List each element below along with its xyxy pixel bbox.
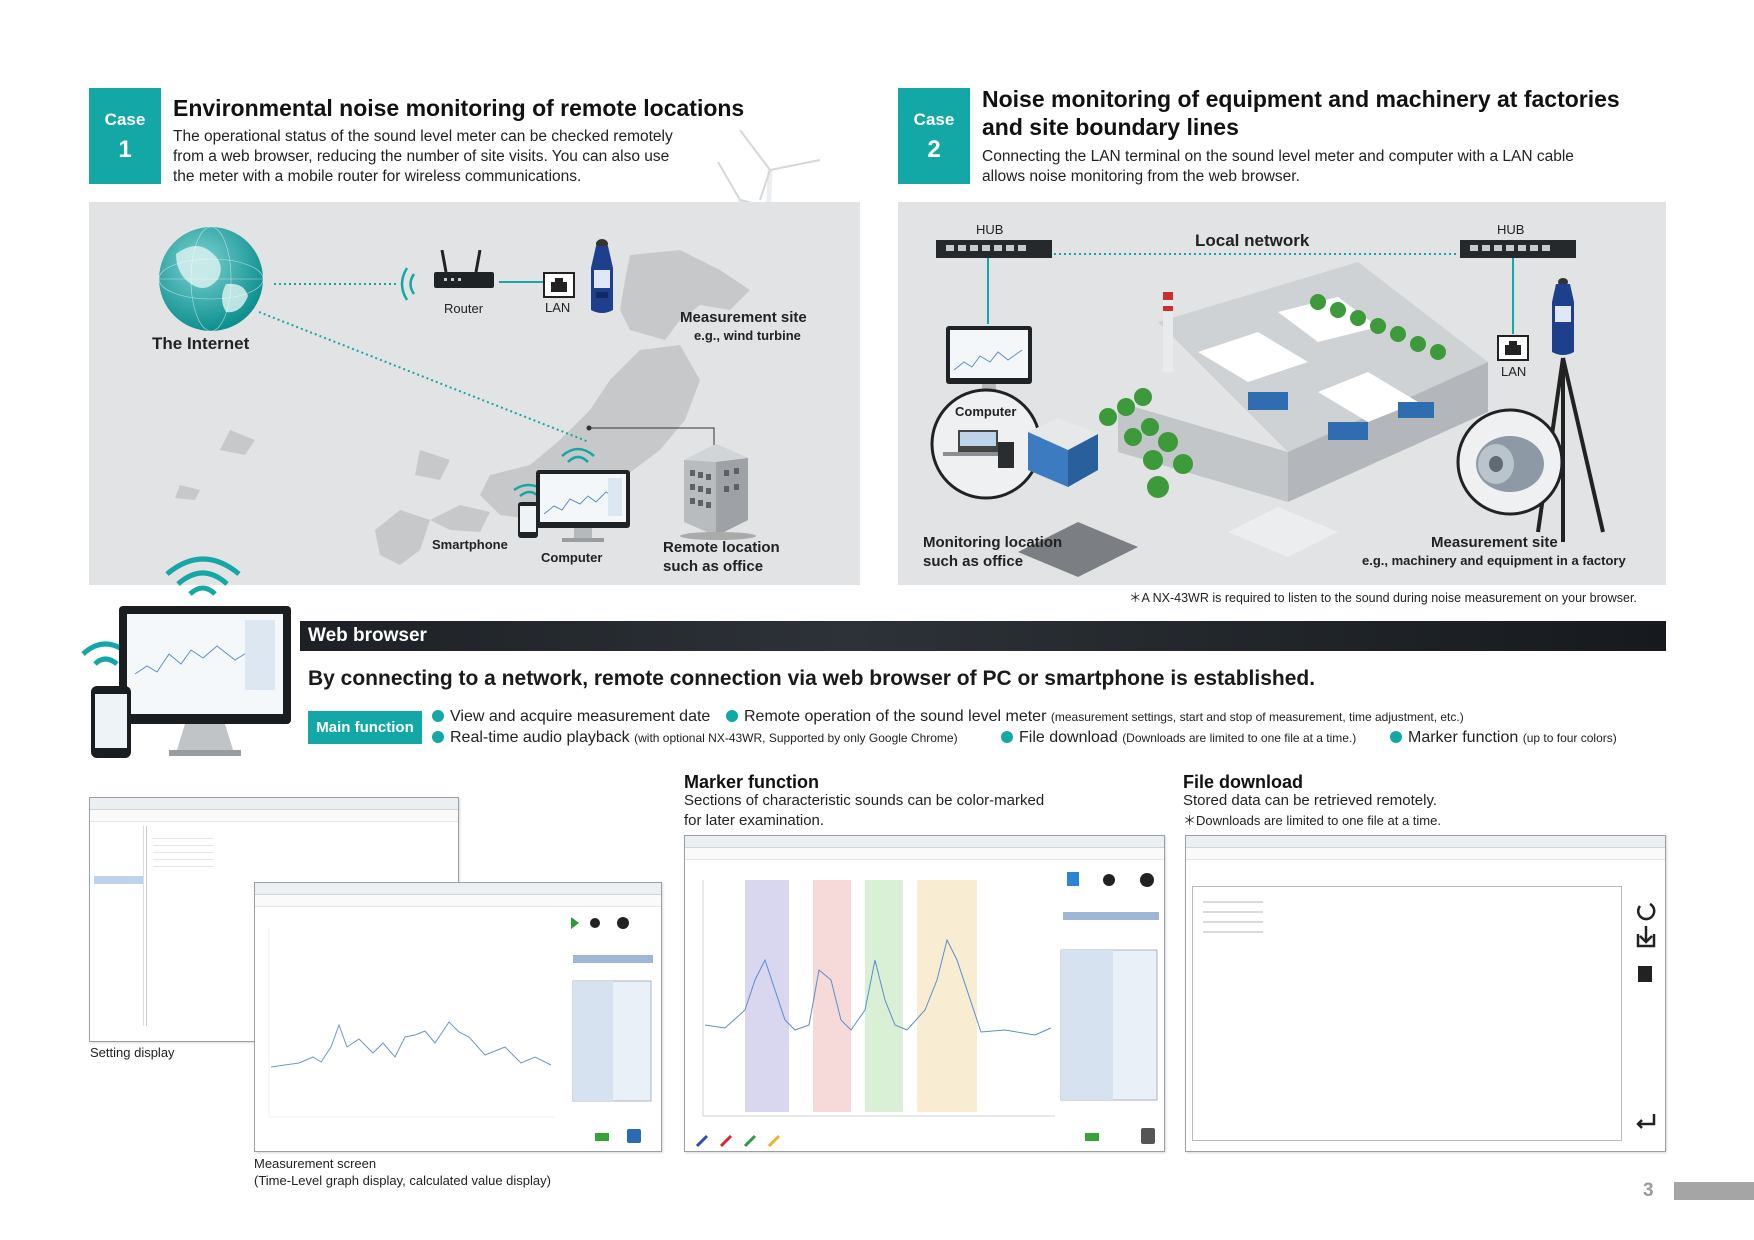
case-2-site-label: Measurement site [1431, 534, 1558, 551]
case-1-badge-label: Case [104, 110, 146, 129]
office-building-icon [680, 444, 756, 540]
monitoring-location-label: Monitoring location such as office [923, 533, 1062, 571]
case-1-connection-lines [258, 267, 715, 452]
case-2-title: Noise monitoring of equipment and machin… [982, 85, 1620, 141]
bullet-icon [432, 710, 444, 722]
smartphone-label: Smartphone [432, 537, 508, 552]
marker-desc-line: for later examination. [684, 812, 825, 829]
remote-location-line-2: such as office [663, 558, 764, 575]
remote-location-line-1: Remote location [663, 539, 780, 556]
case-2-site-sub: e.g., machinery and equipment in a facto… [1362, 553, 1626, 568]
page-number-bar [1674, 1182, 1754, 1200]
web-browser-label: Web browser [308, 625, 427, 646]
case-1-desc-line: the meter with a mobile router for wirel… [173, 168, 582, 185]
feature-note: (with optional NX-43WR, Supported by onl… [634, 731, 958, 745]
case-2-desc-line: Connecting the LAN terminal on the sound… [982, 148, 1574, 165]
bullet-icon [1390, 731, 1402, 743]
download-desc-line: Stored data can be retrieved remotely. [1183, 792, 1438, 809]
case-1-badge: Case 1 [89, 88, 161, 184]
feature-text: Remote operation of the sound level mete… [744, 708, 1047, 725]
feature-file-download: File download (Downloads are limited to … [1001, 729, 1356, 747]
feature-text: Real-time audio playback [450, 729, 630, 746]
file-download-screenshot [1185, 835, 1666, 1152]
internet-label: The Internet [152, 334, 250, 353]
marker-band-yellow [917, 880, 977, 1112]
page-number: 3 [1643, 1180, 1654, 1201]
web-devices-illustration [81, 556, 291, 758]
feature-note: (measurement settings, start and stop of… [1050, 710, 1464, 724]
case-1-desc-line: from a web browser, reducing the number … [173, 148, 670, 165]
feature-remote-operation: Remote operation of the sound level mete… [726, 708, 1464, 726]
case-2-lan-label: LAN [1501, 364, 1527, 379]
monitoring-location-line-1: Monitoring location [923, 534, 1063, 551]
case-2-title-line: Noise monitoring of equipment and machin… [982, 86, 1620, 112]
case-2-illustration [930, 240, 1605, 577]
web-headline: By connecting to a network, remote conne… [308, 667, 1316, 690]
case-1-title: Environmental noise monitoring of remote… [173, 95, 745, 121]
case-2-badge: Case 2 [898, 88, 970, 184]
nx-43wr-note: ＊A NX-43WR is required to listen to the … [1129, 591, 1637, 605]
local-network-label: Local network [1195, 231, 1310, 250]
main-function-tag: Main function [308, 711, 422, 744]
setting-display-caption: Setting display [90, 1045, 175, 1060]
feature-marker: Marker function (up to four colors) [1390, 729, 1617, 747]
marker-function-screenshot [684, 835, 1165, 1152]
hub-left-label: HUB [976, 222, 1004, 237]
case-2-description: Connecting the LAN terminal on the sound… [982, 147, 1574, 187]
case-1-computer-label: Computer [541, 550, 603, 565]
smartphone-computer-illustration [513, 447, 630, 542]
marker-function-title: Marker function [684, 772, 820, 792]
case-1-site-sub: e.g., wind turbine [694, 328, 801, 343]
download-desc-line: ＊Downloads are limited to one file at a … [1183, 813, 1441, 828]
router-label: Router [444, 301, 484, 316]
marker-desc-line: Sections of characteristic sounds can be… [684, 792, 1045, 809]
file-download-title: File download [1183, 772, 1303, 792]
marker-band-red [813, 880, 851, 1112]
case-2-title-line: and site boundary lines [982, 114, 1239, 140]
measurement-screen-caption: Measurement screen (Time-Level graph dis… [254, 1155, 551, 1189]
monitoring-location-line-2: such as office [923, 553, 1024, 570]
case-2-desc-line: allows noise monitoring from the web bro… [982, 168, 1300, 185]
feature-text: View and acquire measurement date [450, 708, 711, 725]
feature-text: Marker function [1408, 729, 1519, 746]
measurement-screen-screenshot [254, 882, 662, 1152]
measurement-caption-line-1: Measurement screen [254, 1156, 377, 1171]
marker-band-purple [745, 880, 789, 1112]
lan-port-icon [543, 272, 575, 298]
feature-note: (up to four colors) [1522, 731, 1617, 745]
feature-audio-playback: Real-time audio playback (with optional … [432, 729, 958, 747]
case-2-badge-number: 2 [927, 136, 941, 163]
bullet-icon [432, 731, 444, 743]
case-2-computer-label: Computer [955, 404, 1017, 419]
case-1-site-label: Measurement site [680, 309, 807, 326]
web-browser-band: Web browser [300, 621, 1666, 651]
hub-right-label: HUB [1497, 222, 1525, 237]
remote-location-label: Remote location such as office [663, 538, 780, 576]
case-1-description: The operational status of the sound leve… [173, 127, 673, 187]
lan-label: LAN [545, 300, 571, 315]
router-icon [434, 250, 494, 288]
case-1-desc-line: The operational status of the sound leve… [173, 128, 673, 145]
sound-level-meter-icon [591, 239, 613, 313]
feature-text: File download [1019, 729, 1118, 746]
case-1-badge-number: 1 [118, 136, 132, 163]
marker-function-desc: Sections of characteristic sounds can be… [684, 791, 1044, 831]
feature-note: (Downloads are limited to one file at a … [1122, 731, 1357, 745]
bullet-icon [1001, 731, 1013, 743]
file-download-desc: Stored data can be retrieved remotely. ＊… [1183, 791, 1441, 831]
case-2-badge-label: Case [913, 110, 955, 129]
measurement-caption-line-2: (Time-Level graph display, calculated va… [254, 1173, 551, 1188]
bullet-icon [726, 710, 738, 722]
globe-icon [158, 226, 264, 332]
feature-view-acquire: View and acquire measurement date [432, 708, 710, 726]
